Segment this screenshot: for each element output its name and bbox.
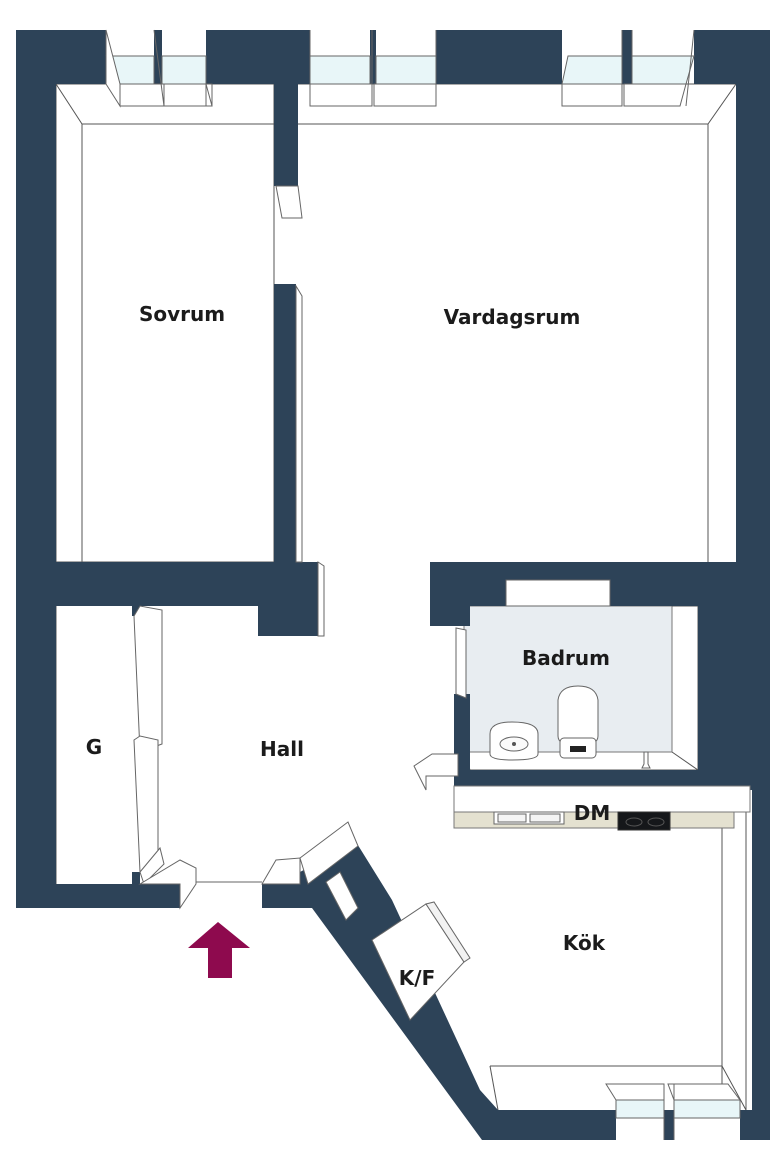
kitchen-counter [453,785,751,831]
faucet-icon [641,751,651,769]
window-sovrum [105,29,213,108]
entrance-arrow-icon [188,922,250,978]
windows [105,29,741,1140]
window-vardagsrum-1 [309,30,437,107]
door-details [133,185,611,921]
washbasin-icon [489,721,539,761]
fridge-freezer-icon [371,901,471,1021]
toilet-icon [557,685,599,759]
stove-icon [617,811,671,831]
sink-icon [493,811,565,825]
room-label-garderob: G [86,735,102,759]
window-kok [605,1083,741,1140]
room-label-badrum: Badrum [522,646,610,670]
room-label-hall: Hall [260,737,304,761]
window-vardagsrum-2 [561,29,695,107]
room-label-kf: K/F [399,966,435,990]
room-label-vardagsrum: Vardagsrum [444,305,581,329]
room-label-sovrum: Sovrum [139,302,225,326]
room-label-kok: Kök [563,931,606,955]
room-label-dm: DM [574,801,611,825]
walls [16,30,770,1140]
